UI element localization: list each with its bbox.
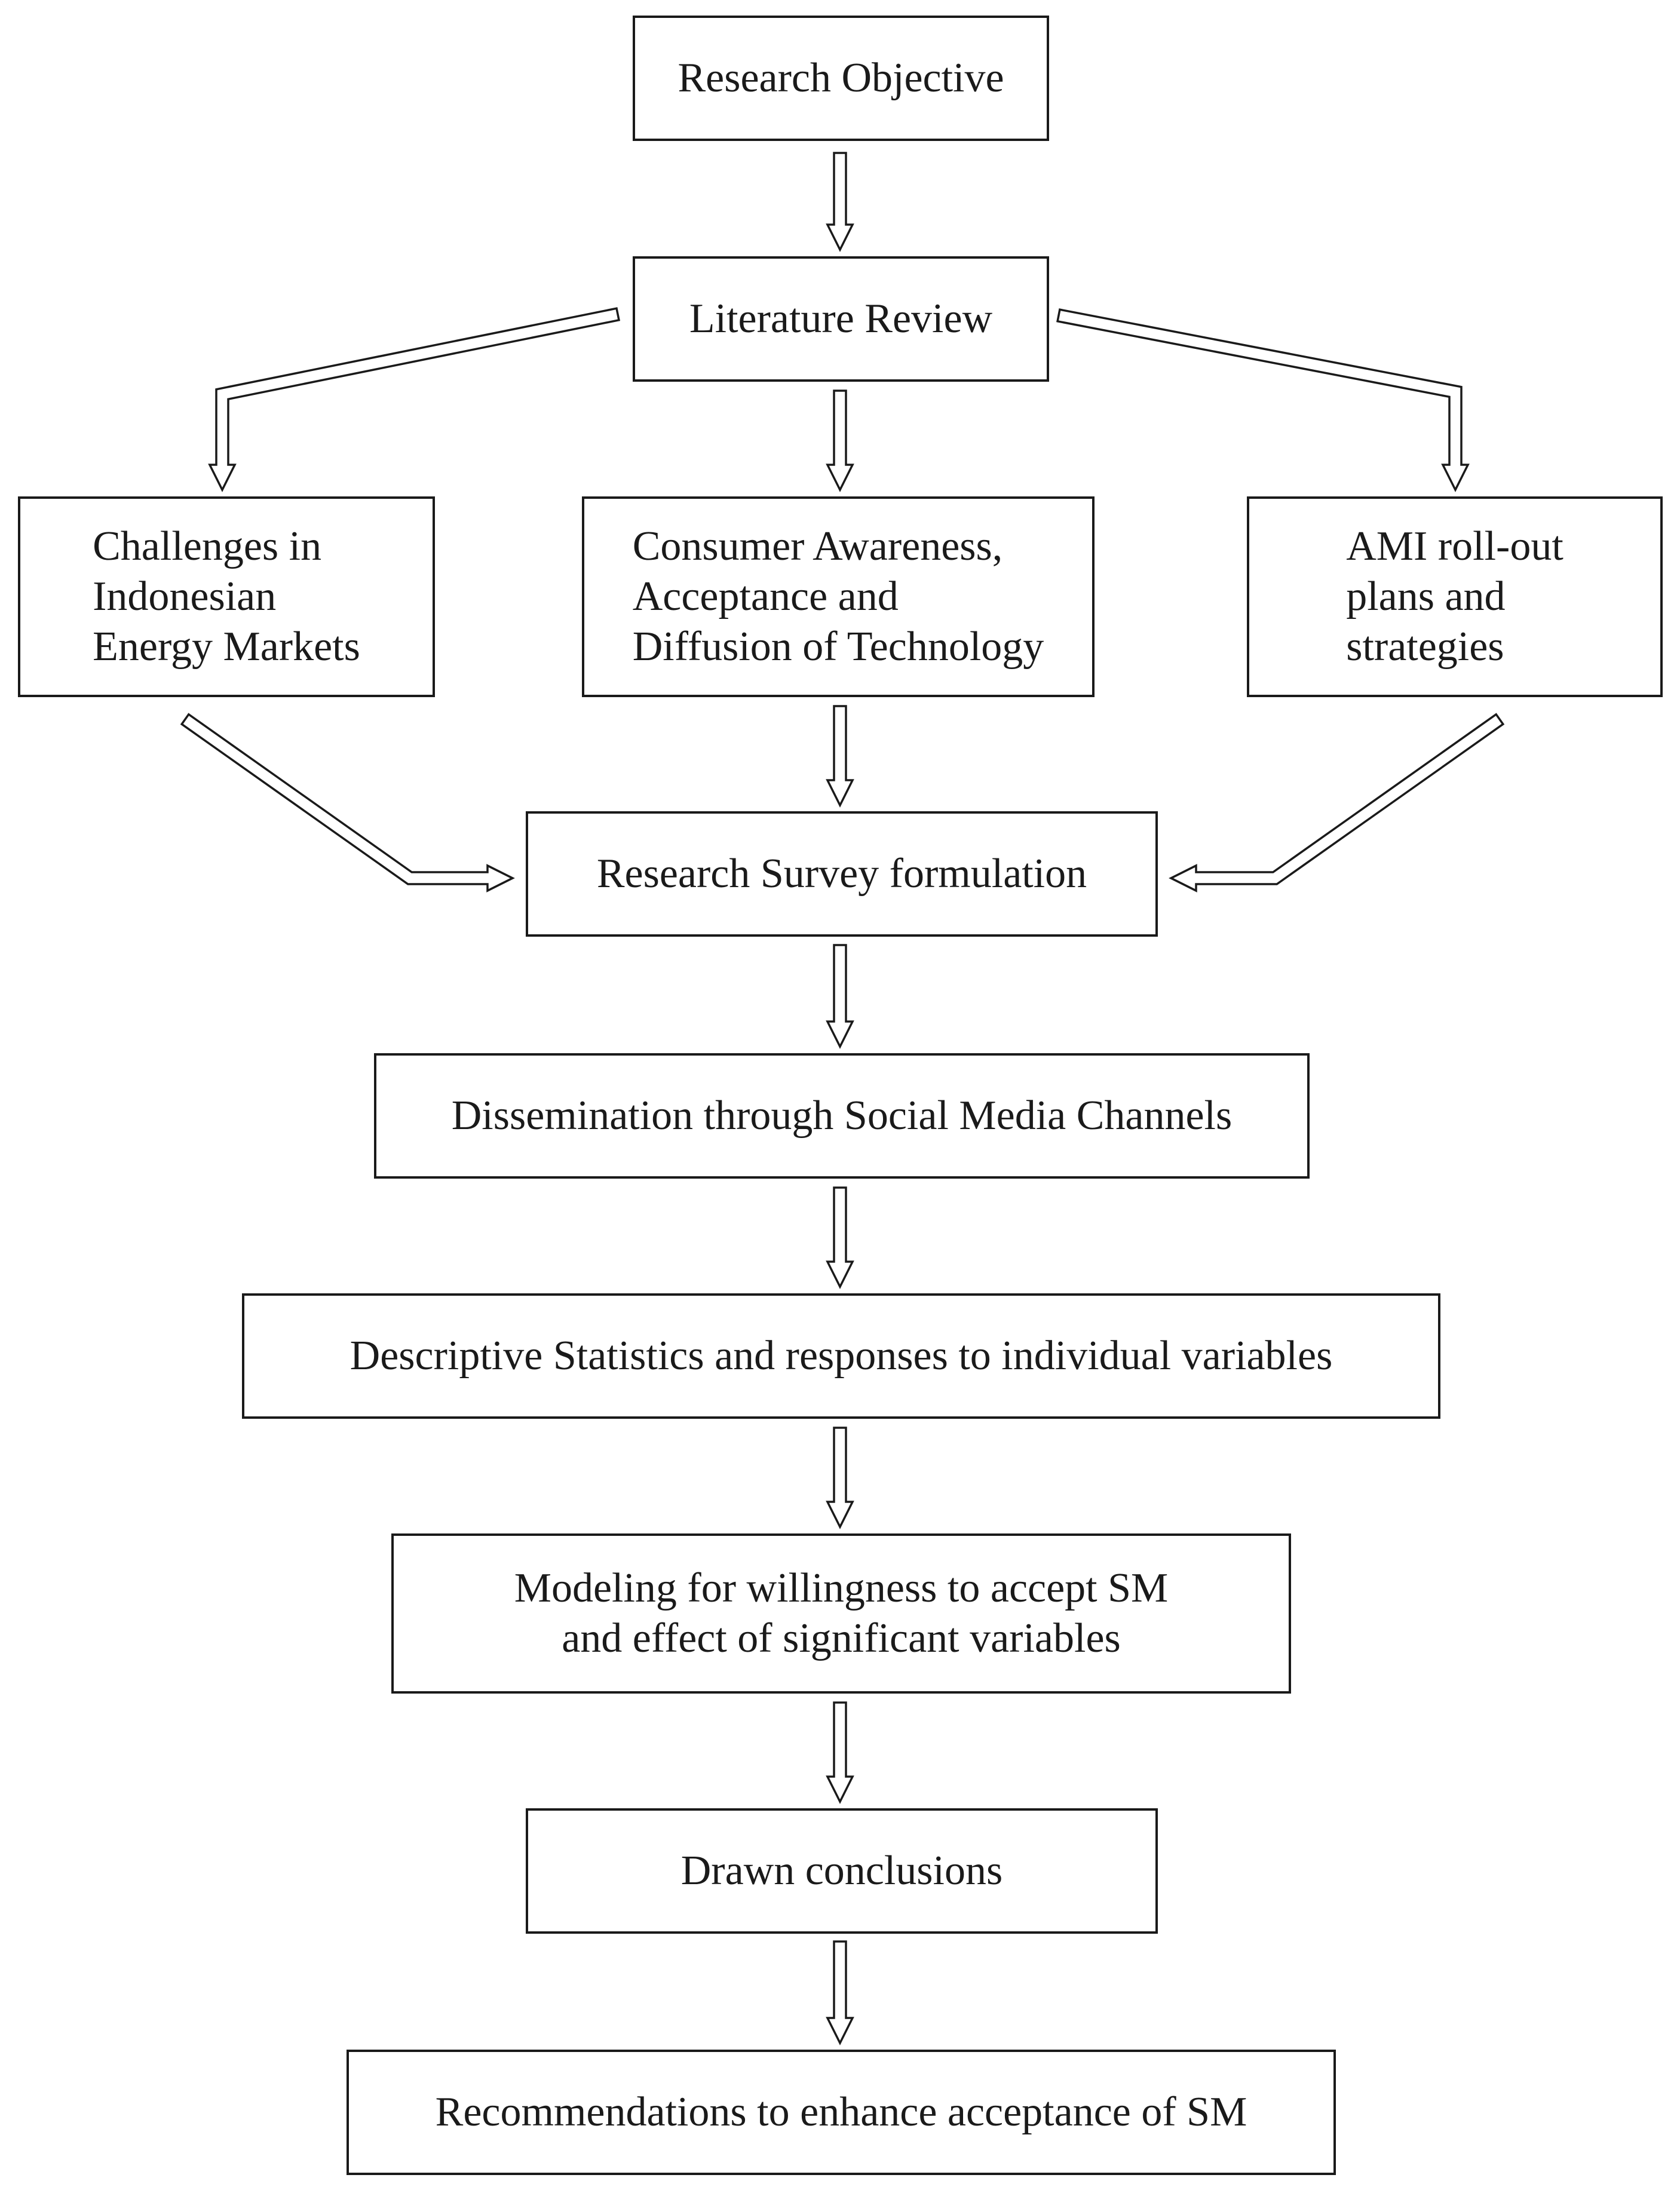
literature-review-box: Literature Review	[633, 256, 1049, 382]
challenges-label: Challenges in Indonesian Energy Markets	[93, 523, 360, 670]
arrow-dissemination-to-descriptive	[826, 1186, 854, 1289]
arrow-consumer-to-survey	[826, 705, 854, 808]
arrow-descriptive-to-modeling	[826, 1427, 854, 1529]
arrow-objective-to-literature	[826, 152, 854, 252]
dissemination-box: Dissemination through Social Media Chann…	[374, 1053, 1310, 1179]
arrow-literature-to-consumer	[826, 389, 854, 492]
ami-rollout-box: AMI roll-out plans and strategies	[1247, 496, 1663, 697]
modeling-label: Modeling for willingness to accept SM an…	[514, 1565, 1169, 1661]
dissemination-label: Dissemination through Social Media Chann…	[451, 1093, 1233, 1139]
challenges-box: Challenges in Indonesian Energy Markets	[18, 496, 435, 697]
arrow-modeling-to-conclusions	[826, 1701, 854, 1804]
research-survey-label: Research Survey formulation	[596, 851, 1087, 897]
consumer-awareness-box: Consumer Awareness, Acceptance and Diffu…	[582, 496, 1095, 697]
ami-rollout-label: AMI roll-out plans and strategies	[1346, 523, 1563, 670]
arrow-challenges-to-survey	[180, 713, 515, 892]
arrow-literature-to-ami	[1056, 308, 1470, 492]
recommendations-label: Recommendations to enhance acceptance of…	[435, 2089, 1247, 2135]
descriptive-statistics-box: Descriptive Statistics and responses to …	[242, 1293, 1440, 1419]
consumer-awareness-label: Consumer Awareness, Acceptance and Diffu…	[632, 523, 1044, 670]
arrow-ami-to-survey	[1169, 713, 1505, 892]
drawn-conclusions-box: Drawn conclusions	[526, 1808, 1158, 1934]
arrow-survey-to-dissemination	[826, 944, 854, 1049]
modeling-box: Modeling for willingness to accept SM an…	[391, 1533, 1291, 1694]
research-survey-box: Research Survey formulation	[526, 811, 1158, 937]
research-objective-label: Research Objective	[677, 55, 1004, 101]
arrow-literature-to-challenges	[208, 307, 621, 492]
literature-review-label: Literature Review	[689, 296, 993, 342]
recommendations-box: Recommendations to enhance acceptance of…	[347, 2050, 1336, 2175]
research-objective-box: Research Objective	[633, 16, 1049, 141]
arrow-conclusions-to-recommendations	[826, 1940, 854, 2045]
descriptive-statistics-label: Descriptive Statistics and responses to …	[350, 1333, 1333, 1379]
drawn-conclusions-label: Drawn conclusions	[680, 1848, 1003, 1894]
